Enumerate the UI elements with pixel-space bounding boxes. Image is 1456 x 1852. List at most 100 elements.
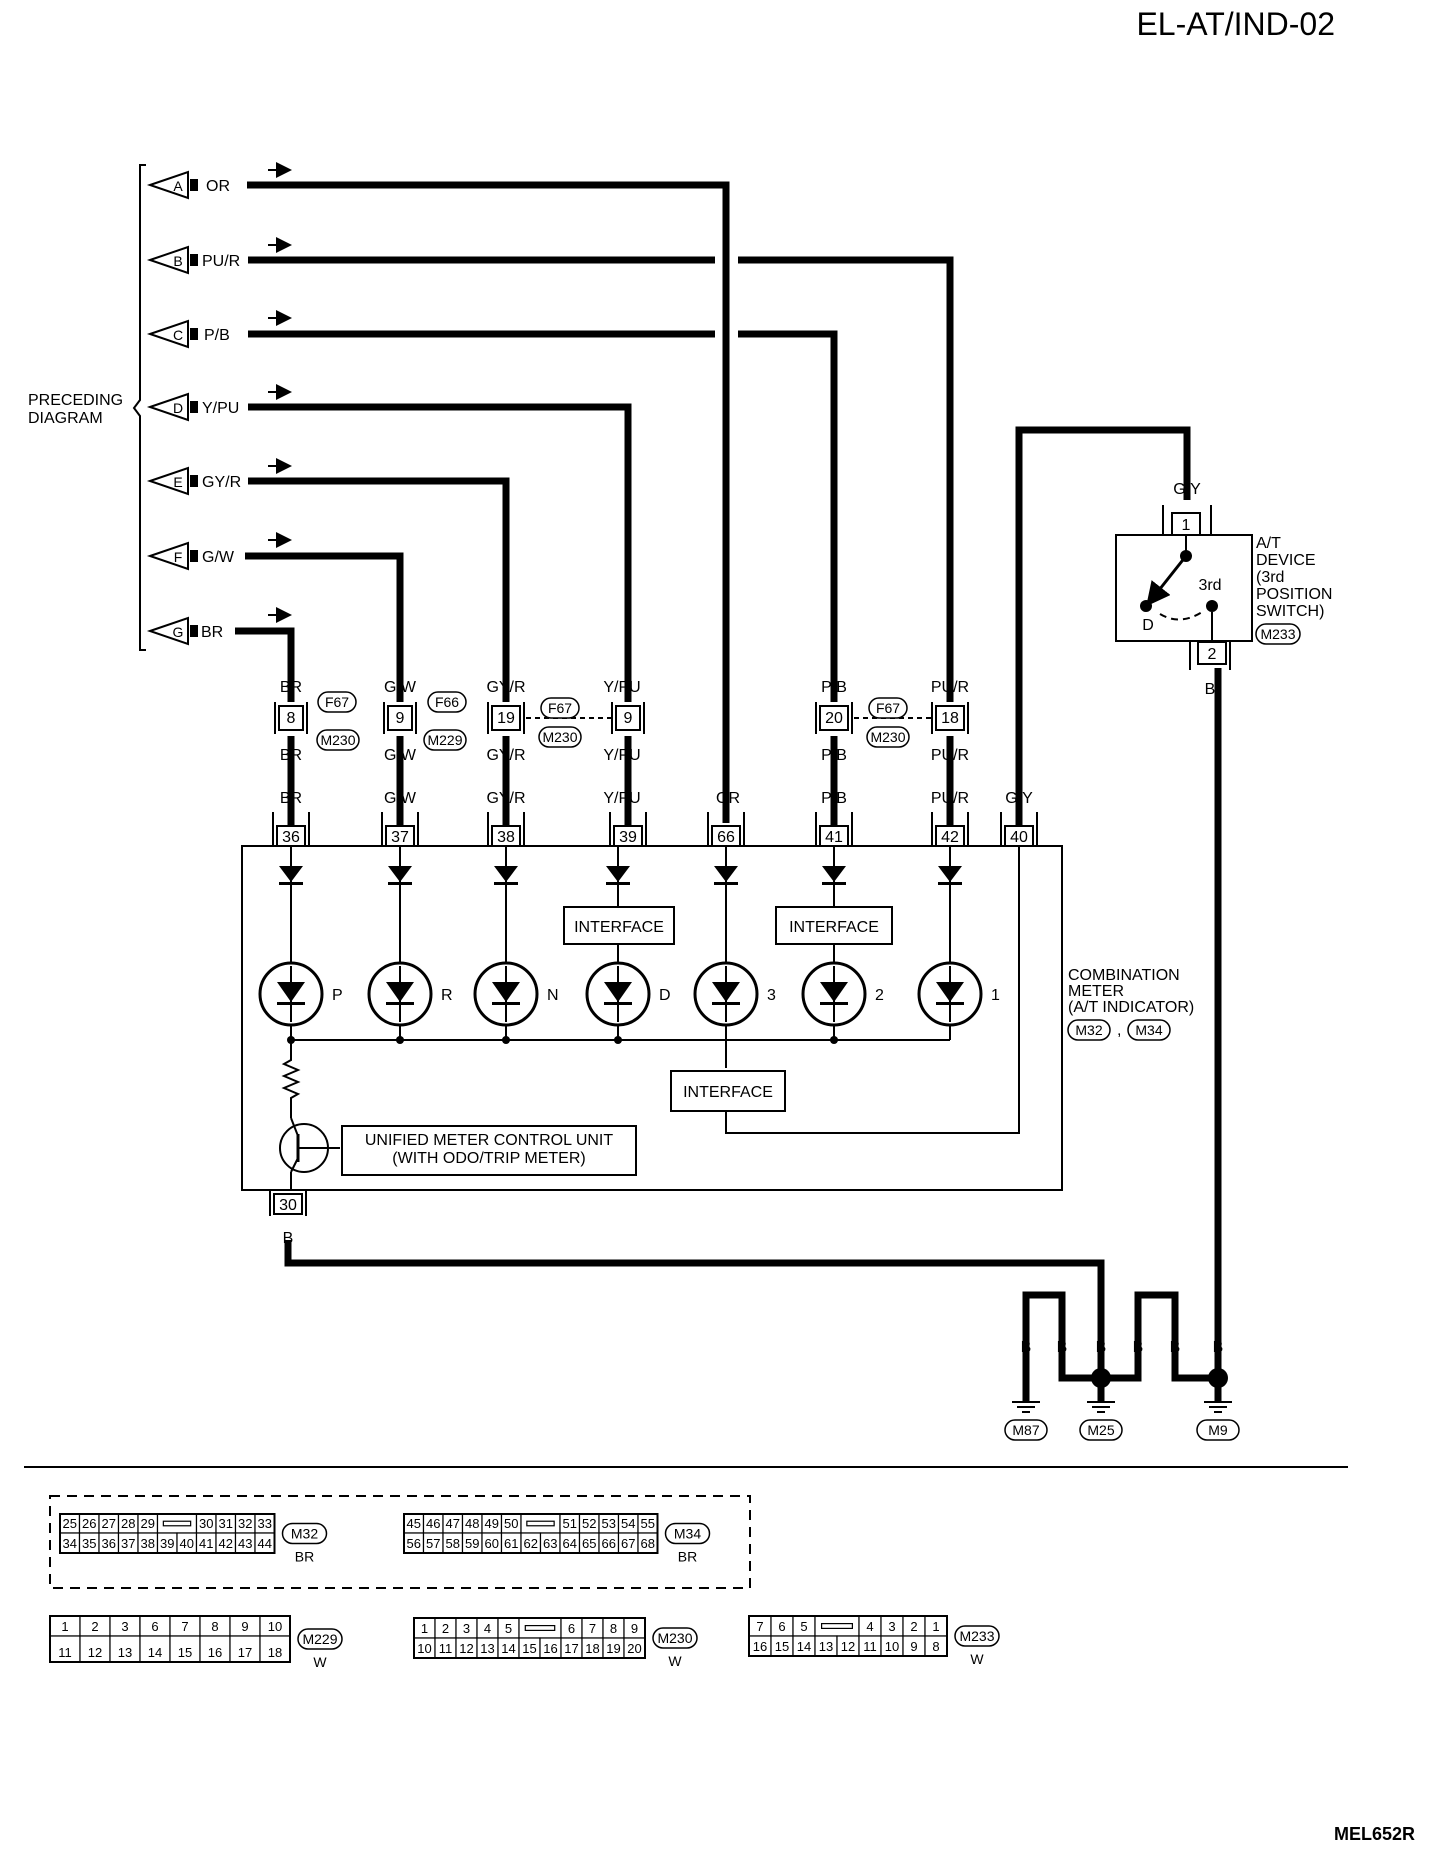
svg-text:3rd: 3rd	[1198, 577, 1221, 594]
connector-pin-number: 17	[564, 1641, 578, 1656]
connector-id-m230-a: M230	[316, 729, 360, 751]
connector-pin-number: 56	[407, 1536, 421, 1551]
page-id: EL-AT/IND-02	[1136, 6, 1335, 42]
svg-text:PU/R: PU/R	[931, 790, 969, 807]
unified-meter-control-unit: UNIFIED METER CONTROL UNIT (WITH ODO/TRI…	[341, 1125, 637, 1176]
wire-br	[235, 627, 295, 702]
svg-text:BR: BR	[280, 747, 302, 764]
connector-pin-number: 15	[775, 1639, 789, 1654]
connector-pin-number: 3	[463, 1621, 470, 1636]
connector-pin-number: 53	[602, 1516, 616, 1531]
indicator-led-n: N	[473, 961, 559, 1027]
connector-pin-number: 31	[219, 1516, 233, 1531]
svg-text:38: 38	[497, 829, 515, 846]
svg-text:P/B: P/B	[821, 679, 847, 696]
connector-pin-number: 54	[621, 1516, 635, 1531]
connector-pin-number: 13	[118, 1645, 132, 1660]
svg-text:F66: F66	[435, 694, 459, 710]
svg-text:METER: METER	[1068, 983, 1124, 1000]
svg-text:B: B	[1205, 681, 1216, 698]
inline-connector-pb: P/B 20 P/B	[815, 679, 853, 764]
connector-view-id: M230	[657, 1630, 692, 1646]
svg-text:9: 9	[396, 710, 405, 727]
connector-view-color: BR	[295, 1549, 314, 1565]
connector-pin-number: 17	[238, 1645, 252, 1660]
svg-text:G/W: G/W	[384, 679, 417, 696]
svg-text:SWITCH): SWITCH)	[1256, 603, 1324, 620]
connector-pin-number: 11	[863, 1639, 877, 1654]
connector-id-f66: F66	[427, 691, 467, 713]
connector-pin-number: 30	[199, 1516, 213, 1531]
svg-text:37: 37	[391, 829, 409, 846]
connector-pin-number: 33	[258, 1516, 272, 1531]
connector-pin-number: 48	[465, 1516, 479, 1531]
svg-text:(A/T INDICATOR): (A/T INDICATOR)	[1068, 999, 1194, 1016]
connector-id-m229: M229	[423, 729, 467, 751]
connector-pin-number: 26	[82, 1516, 96, 1531]
svg-text:C: C	[173, 327, 183, 343]
connector-pin-number: 42	[219, 1536, 233, 1551]
connector-pin-number: 45	[407, 1516, 421, 1531]
connector-pin-number: 12	[459, 1641, 473, 1656]
connector-pin-number: 44	[258, 1536, 272, 1551]
connector-pin-number: 43	[238, 1536, 252, 1551]
svg-text:G/W: G/W	[384, 747, 417, 764]
connector-pin-number: 68	[641, 1536, 655, 1551]
svg-text:B: B	[1057, 1339, 1068, 1356]
connector-pin-number: 40	[180, 1536, 194, 1551]
connector-view-id: M229	[302, 1631, 337, 1647]
connector-pin-number: 16	[208, 1645, 222, 1660]
connector-pin-number: 3	[121, 1619, 128, 1634]
input-g: G BR	[146, 607, 292, 646]
connector-id-m230-c: M230	[866, 726, 910, 748]
connector-pin-number: 67	[621, 1536, 635, 1551]
connector-pin-number: 4	[484, 1621, 491, 1636]
connector-cavity	[259, 1635, 291, 1663]
at-device: G/Y 1 D 3rd 2 B A/T DEVICE (3rd POSITION…	[1115, 481, 1332, 698]
ground-symbol-m25	[1087, 1401, 1115, 1413]
svg-text:INTERFACE: INTERFACE	[683, 1084, 773, 1101]
svg-text:B: B	[173, 253, 182, 269]
input-b: B PU/R	[146, 237, 292, 275]
svg-text:P: P	[332, 987, 343, 1004]
indicator-leds: P R N D 3 2	[258, 961, 1000, 1027]
connector-pin-number: 29	[141, 1516, 155, 1531]
connector-pin-number: 8	[211, 1619, 218, 1634]
svg-text:GY/R: GY/R	[486, 679, 525, 696]
svg-text:D: D	[173, 400, 183, 416]
indicator-led-d: D	[585, 961, 671, 1027]
meter-pin-40: G/Y 40	[1000, 790, 1038, 847]
meter-pin-66: OR 66	[707, 790, 745, 847]
svg-text:UNIFIED METER CONTROL UNIT: UNIFIED METER CONTROL UNIT	[365, 1132, 614, 1149]
connector-pin-number: 7	[181, 1619, 188, 1634]
svg-text:M230: M230	[870, 729, 905, 745]
input-c: C P/B	[146, 310, 292, 349]
svg-text:F67: F67	[548, 700, 572, 716]
connector-pin-number: 51	[563, 1516, 577, 1531]
wire-or	[247, 181, 730, 823]
svg-text:P/B: P/B	[821, 747, 847, 764]
connector-pin-number: 1	[932, 1619, 939, 1634]
svg-text:Y/PU: Y/PU	[603, 679, 640, 696]
svg-text:GY/R: GY/R	[486, 747, 525, 764]
wires	[235, 181, 1222, 1402]
connector-pin-number: 39	[160, 1536, 174, 1551]
connector-view-color: W	[970, 1651, 984, 1667]
svg-text:(WITH ODO/TRIP METER): (WITH ODO/TRIP METER)	[392, 1150, 585, 1167]
connector-pin-number: 8	[932, 1639, 939, 1654]
connector-pin-number: 62	[524, 1536, 538, 1551]
connector-pin-number: 63	[543, 1536, 557, 1551]
svg-text:BR: BR	[280, 790, 302, 807]
meter-pin-30: 30 B	[269, 1190, 307, 1247]
connector-pin-number: 2	[910, 1619, 917, 1634]
connector-pin-number: 27	[102, 1516, 116, 1531]
svg-text:B: B	[1133, 1339, 1144, 1356]
svg-text:2: 2	[875, 987, 884, 1004]
inline-connector-gyr: GY/R 19 GY/R	[486, 679, 525, 764]
svg-text:F: F	[174, 549, 183, 565]
svg-text:P/B: P/B	[821, 790, 847, 807]
connector-pin-number: 14	[797, 1639, 811, 1654]
connector-pin-number: 15	[522, 1641, 536, 1656]
svg-text:30: 30	[279, 1197, 297, 1214]
